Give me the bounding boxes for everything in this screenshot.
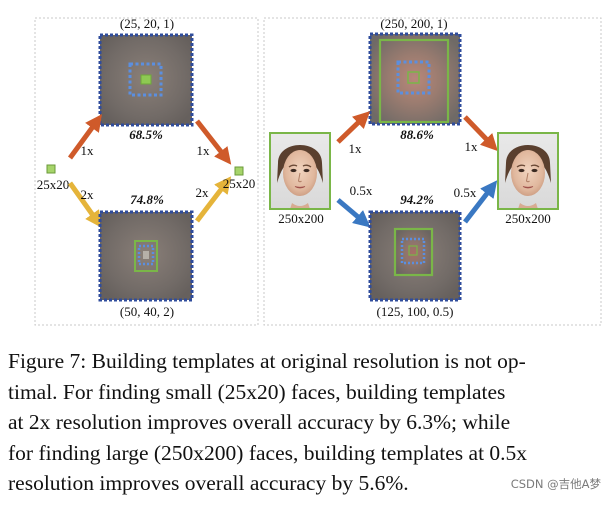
left-input-label: 25x20 [37, 177, 70, 192]
right-input-label: 250x200 [278, 211, 324, 226]
right-top-accuracy: 88.6% [400, 127, 434, 142]
left-bottom-dims: (50, 40, 2) [120, 304, 174, 319]
right-down-in-label: 0.5x [350, 183, 373, 198]
left-up-out-label: 2x [196, 185, 210, 200]
left-output-patch [234, 166, 244, 176]
left-bottom-accuracy: 74.8% [130, 192, 164, 207]
right-up-out-label: 0.5x [454, 185, 477, 200]
left-down-in-arrow [67, 181, 102, 228]
caption-line: timal. For finding small (25x20) faces, … [8, 379, 506, 404]
left-input-patch [46, 164, 56, 174]
caption-line: at 2x resolution improves overall accura… [8, 410, 511, 434]
left-up-in-arrow [67, 114, 103, 160]
left-top-template [98, 33, 194, 127]
caption-line: for finding large (250x200) faces, build… [8, 440, 528, 465]
right-up-in-arrow [336, 111, 371, 144]
right-bottom-dims: (125, 100, 0.5) [377, 304, 454, 319]
csdn-watermark: CSDN @吉他A梦 [510, 477, 601, 491]
left-output-label: 25x20 [223, 176, 256, 191]
right-top-dims: (250, 200, 1) [380, 16, 447, 31]
left-panel-frame [34, 17, 259, 326]
figure-caption: Figure 7: Building templates at original… [8, 346, 596, 499]
right-bottom-template [368, 210, 462, 302]
right-input-face [269, 132, 331, 210]
left-up-out-arrow [195, 176, 232, 223]
left-top-accuracy: 68.5% [129, 127, 163, 142]
right-output-label: 250x200 [505, 211, 551, 226]
right-top-template [368, 32, 462, 126]
right-up-in-label: 1x [349, 141, 363, 156]
right-down-in-arrow [336, 198, 371, 228]
left-up-in-label: 1x [81, 143, 95, 158]
caption-line: Figure 7: Building templates at original… [8, 349, 526, 373]
right-down-out-arrow [463, 115, 498, 152]
right-down-out-label: 1x [465, 139, 479, 154]
left-down-out-label: 1x [197, 143, 211, 158]
right-bottom-accuracy: 94.2% [400, 192, 434, 207]
caption-line: resolution improves overall accuracy by … [8, 471, 409, 495]
left-down-out-arrow [195, 119, 232, 165]
right-panel-frame [263, 17, 602, 326]
right-up-out-arrow [463, 180, 498, 224]
left-top-dims: (25, 20, 1) [120, 16, 174, 31]
left-bottom-template [98, 210, 194, 302]
left-down-in-label: 2x [81, 187, 95, 202]
right-output-face [497, 132, 559, 210]
